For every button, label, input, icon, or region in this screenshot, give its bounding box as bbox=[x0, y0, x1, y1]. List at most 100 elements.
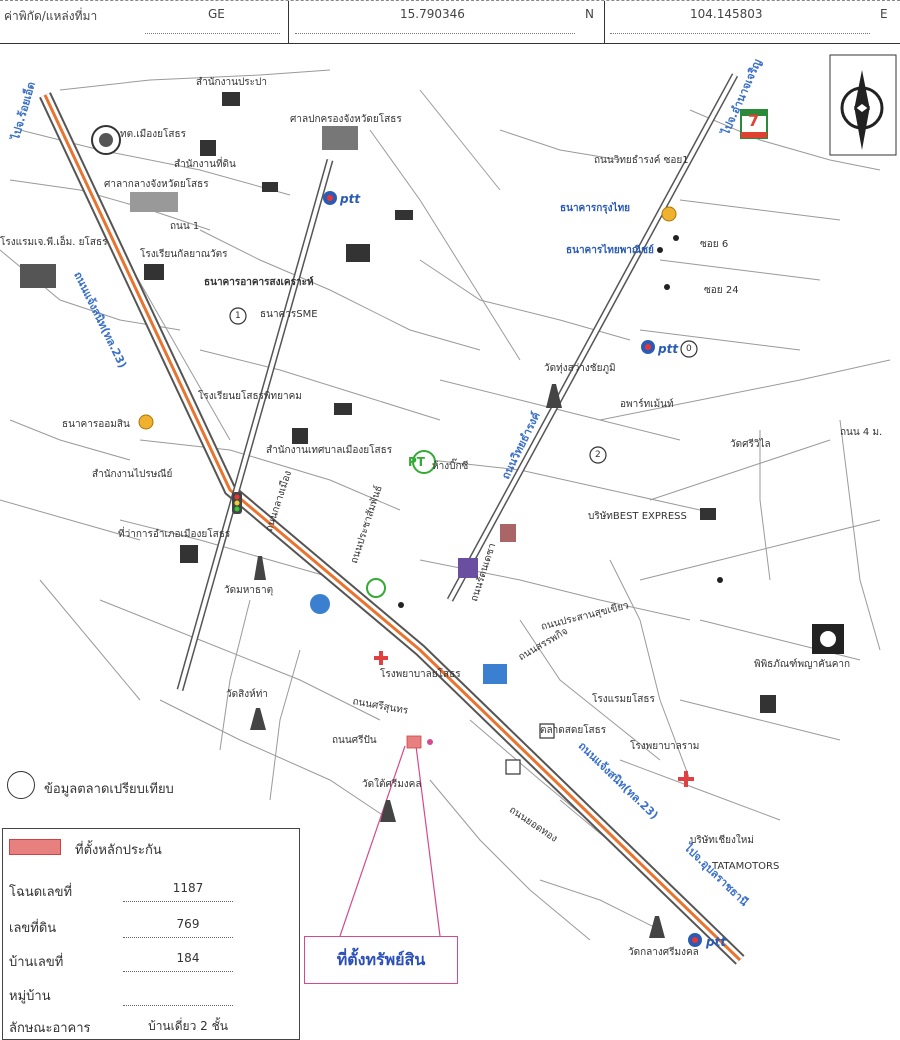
gsb-icon bbox=[138, 414, 154, 430]
label-soi-4: ถนน 4 ม. bbox=[840, 427, 883, 438]
scb-icon bbox=[310, 594, 330, 614]
label-hotel-yasothon: โรงแรมยโสธร bbox=[592, 694, 655, 705]
numbered-markers bbox=[229, 307, 698, 464]
legend-row-label: บ้านเลขที่ bbox=[9, 955, 64, 970]
label-court: ศาลปกครองจังหวัดยโสธร bbox=[290, 114, 402, 125]
label-rd-office: สำนักงานเทศบาลเมืองยโสธร bbox=[266, 445, 393, 456]
marker-num-1: 1 bbox=[235, 311, 241, 321]
asset-location-callout[interactable]: ที่ตั้งทรัพย์สิน bbox=[304, 936, 458, 984]
market-legend-circle-icon bbox=[7, 771, 35, 799]
longitude-value: 104.145803 bbox=[690, 7, 763, 21]
label-jpm-hotel: โรงแรมเจ.พี.เอ็ม. ยโสธร bbox=[0, 237, 108, 248]
marker-num-2: 2 bbox=[595, 450, 601, 460]
legend-row-label: เลขที่ดิน bbox=[9, 921, 57, 936]
label-prov-office: สำนักงานประปา bbox=[196, 77, 267, 88]
label-big-c: ห้างบิ๊กซี bbox=[432, 461, 469, 472]
label-tata: TATAMOTORS bbox=[712, 861, 780, 872]
label-municipality: ทต.เมืองยโสธร bbox=[120, 129, 186, 140]
building-icon bbox=[700, 508, 716, 520]
label-provincial-hall: ศาลากลางจังหวัดยโสธร bbox=[104, 179, 209, 190]
factory-icon bbox=[346, 244, 370, 262]
label-wat-singtha: วัดสิงห์ท่า bbox=[226, 689, 268, 700]
legend-row-label: ลักษณะอาคาร bbox=[9, 1021, 91, 1036]
legend-row-value: 769 bbox=[176, 917, 200, 931]
label-wat-tai: วัดใต้ศรีมงคล bbox=[362, 779, 422, 790]
label-nakhonsong: ธนาคารอาคารสงเคราะห์ bbox=[204, 277, 314, 288]
label-hospital-ram: โรงพยาบาลราม bbox=[630, 741, 700, 752]
label-ban-wittayathamrong: ถนนวิทยธำรงค์ ซอย1 bbox=[594, 155, 689, 166]
legend-panel: ที่ตั้งหลักประกัน โฉนดเลขที่ 1187 เลขที่… bbox=[2, 828, 300, 1040]
ge-label: GE bbox=[208, 7, 225, 21]
main-roads bbox=[176, 73, 739, 691]
label-pt-station: PT bbox=[408, 455, 425, 469]
label-hospital-yasothon: โรงพยาบาลยโสธร bbox=[380, 669, 461, 680]
legend-row-value: 1187 bbox=[172, 881, 204, 895]
bank-icon bbox=[458, 558, 478, 578]
label-soi-6: ซอย 6 bbox=[700, 239, 729, 250]
building-icon bbox=[20, 264, 56, 288]
building-icon bbox=[292, 428, 308, 444]
label-tata-dealer: บริษัทเชียงใหม่ bbox=[690, 835, 754, 846]
building-icons bbox=[20, 92, 776, 713]
n-label: N bbox=[585, 7, 594, 21]
label-apartment: อพาร์ทเม้นท์ bbox=[620, 399, 674, 410]
label-market-old: ตลาดสดยโสธร bbox=[540, 725, 607, 736]
building-icon bbox=[222, 92, 240, 106]
market-legend-label: ข้อมูลตลาดเปรียบเทียบ bbox=[44, 782, 174, 797]
compass bbox=[829, 54, 897, 156]
collateral-label: ที่ตั้งหลักประกัน bbox=[75, 843, 162, 858]
legend-row-value: บ้านเดี่ยว 2 ชั้น bbox=[148, 1019, 228, 1033]
label-post-office: สำนักงานไปรษณีย์ bbox=[92, 469, 173, 480]
label-ptt-2: ptt bbox=[658, 342, 679, 356]
coord-label: ค่าพิกัด/แหล่งที่มา bbox=[4, 9, 98, 23]
coordinate-header: ค่าพิกัด/แหล่งที่มา GE 15.790346 N 104.1… bbox=[0, 0, 900, 44]
label-seven: 7 bbox=[748, 111, 760, 130]
label-school-yasothon: โรงเรียนยโสธรพิทยาคม bbox=[198, 391, 302, 402]
building-icon bbox=[334, 403, 352, 415]
legend-row-label: หมู่บ้าน bbox=[9, 989, 51, 1004]
building-icon bbox=[180, 545, 198, 563]
temple-icon bbox=[500, 524, 516, 542]
label-land-office: สำนักงานที่ดิน bbox=[174, 159, 236, 170]
collateral-marker[interactable] bbox=[406, 735, 422, 749]
label-sme-bank: ธนาคารSME bbox=[260, 309, 318, 320]
bank-icon bbox=[661, 206, 677, 222]
bank-icons bbox=[138, 206, 677, 430]
label-wat-mahathat: วัดมหาธาตุ bbox=[224, 585, 274, 596]
label-ptt-3: ptt bbox=[706, 935, 727, 949]
label-scb: ธนาคารไทยพาณิชย์ bbox=[566, 245, 654, 256]
e-label: E bbox=[880, 7, 888, 21]
bigc-icon bbox=[483, 664, 507, 684]
ptt-icons bbox=[323, 191, 702, 947]
bank-krungthai-icon bbox=[366, 578, 386, 598]
asset-dot[interactable] bbox=[427, 739, 433, 745]
marker-num-0: 0 bbox=[686, 344, 692, 354]
building-icon bbox=[760, 695, 776, 713]
highway-23 bbox=[39, 92, 745, 965]
label-soi-24: ซอย 24 bbox=[704, 285, 739, 296]
collateral-swatch bbox=[9, 839, 61, 855]
legend-row-value: 184 bbox=[176, 951, 200, 965]
minor-roads bbox=[0, 69, 891, 941]
pt-station-icon bbox=[412, 450, 436, 474]
building-icon bbox=[395, 210, 413, 220]
building-icon bbox=[200, 140, 216, 156]
label-gsb: ธนาคารออมสิน bbox=[62, 419, 130, 430]
label-bank-krungthai: ธนาคารกรุงไทย bbox=[560, 203, 631, 214]
label-yimsiri: วัดศรีวิไล bbox=[730, 439, 771, 450]
label-school-kanlaya: โรงเรียนกัลยาณวัตร bbox=[140, 249, 228, 260]
label-best-express: บริษัทBEST EXPRESS bbox=[588, 511, 687, 522]
building-icon bbox=[130, 192, 178, 212]
asset-pointer bbox=[339, 745, 441, 937]
label-provincial-court: ที่ว่าการอำเภอเมืองยโสธร bbox=[118, 529, 231, 540]
label-rd-1: ถนน 1 bbox=[170, 221, 200, 232]
temple-icons bbox=[250, 384, 665, 938]
market-points bbox=[398, 235, 723, 608]
square-markers bbox=[505, 723, 555, 775]
north-arrow-icon bbox=[854, 70, 870, 110]
legend-row-label: โฉนดเลขที่ bbox=[9, 885, 73, 900]
label-ptt-1: ptt bbox=[340, 192, 361, 206]
building-icon bbox=[322, 126, 358, 150]
label-museum: พิพิธภัณฑ์พญาคันคาก bbox=[754, 659, 851, 670]
